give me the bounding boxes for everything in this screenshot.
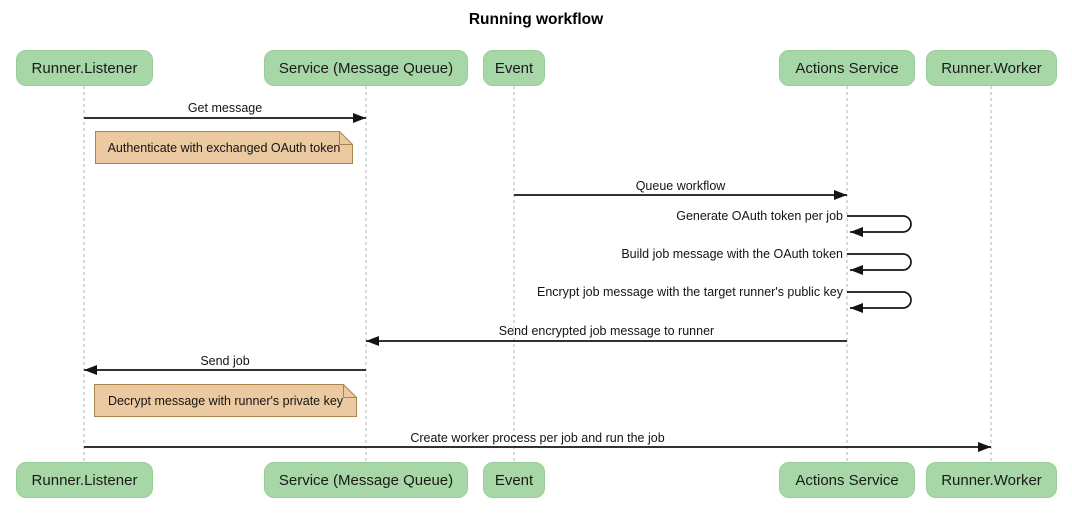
self-arrow-generate-oauth-token: [847, 215, 912, 237]
participant-bottom-runner-worker: Runner.Worker: [926, 462, 1057, 498]
note-authenticate-oauth: Authenticate with exchanged OAuth token: [95, 131, 353, 164]
self-arrow-build-job-message: [847, 253, 912, 275]
participant-top-runner-listener: Runner.Listener: [16, 50, 153, 86]
participant-bottom-runner-listener: Runner.Listener: [16, 462, 153, 498]
note-shape: [94, 384, 357, 417]
note-decrypt-private-key: Decrypt message with runner's private ke…: [94, 384, 357, 417]
message-label-generate-oauth-token: Generate OAuth token per job: [676, 209, 843, 223]
participant-top-actions-service: Actions Service: [779, 50, 915, 86]
participant-top-event: Event: [483, 50, 545, 86]
participant-bottom-service-message-queue: Service (Message Queue): [264, 462, 468, 498]
message-label-send-encrypted-job: Send encrypted job message to runner: [498, 324, 715, 338]
participant-top-service-message-queue: Service (Message Queue): [264, 50, 468, 86]
participant-bottom-actions-service: Actions Service: [779, 462, 915, 498]
message-label-get-message: Get message: [187, 101, 263, 115]
message-label-encrypt-job-message: Encrypt job message with the target runn…: [536, 285, 843, 299]
note-fold-icon: [343, 384, 357, 398]
note-shape: [95, 131, 353, 164]
note-text: Decrypt message with runner's private ke…: [107, 393, 344, 408]
diagram-title: Running workflow: [468, 11, 604, 28]
participant-top-runner-worker: Runner.Worker: [926, 50, 1057, 86]
message-label-build-job-message: Build job message with the OAuth token: [621, 247, 843, 261]
message-label-send-job: Send job: [200, 354, 250, 368]
self-arrow-encrypt-job-message: [847, 291, 912, 313]
message-label-create-worker-process: Create worker process per job and run th…: [410, 431, 665, 445]
note-fold-icon: [339, 131, 353, 145]
message-label-queue-workflow: Queue workflow: [635, 179, 726, 193]
participant-bottom-event: Event: [483, 462, 545, 498]
note-text: Authenticate with exchanged OAuth token: [107, 140, 341, 155]
